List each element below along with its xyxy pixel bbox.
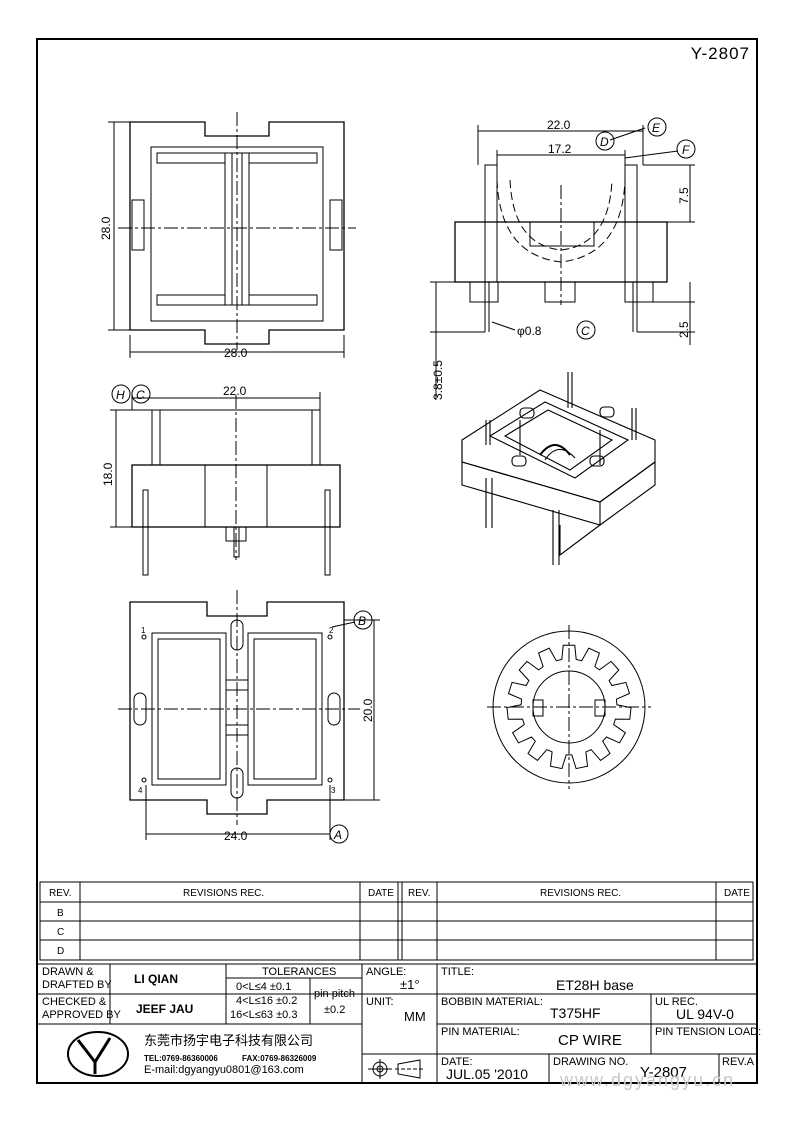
bobbin-label: BOBBIN MATERIAL: [441, 996, 543, 1008]
callout-a: A [333, 828, 342, 842]
part-title: ET28H base [556, 977, 634, 993]
pin-tension-label: PIN TENSION LOAD: [655, 1026, 762, 1038]
callout-d: D [600, 135, 609, 149]
top-height-dim: 28.0 [99, 216, 113, 240]
company-name: 东莞市扬宇电子科技有限公司 [144, 1033, 314, 1048]
pin-diameter-dim: φ0.8 [517, 324, 542, 338]
callout-b: B [358, 614, 366, 628]
side-view [430, 125, 695, 400]
callout-h: H [116, 388, 125, 402]
side-inner-dim: 17.2 [548, 142, 572, 156]
side-width-dim: 22.0 [547, 118, 571, 132]
rev-header-right: REV. [408, 888, 430, 899]
pin-3-label: 3 [331, 786, 336, 795]
checked-label: CHECKED & APPROVED BY [42, 996, 121, 1021]
front-height-dim: 18.0 [101, 462, 115, 486]
watermark: www.dgyangyu.cn [560, 1070, 736, 1090]
pin-material: CP WIRE [558, 1032, 622, 1049]
drawing-code: Y-2807 [690, 44, 750, 63]
rev-row-d: D [57, 946, 64, 957]
drawing-date: JUL.05 '2010 [446, 1066, 529, 1082]
rev-row-c: C [57, 927, 64, 938]
callouts [111, 117, 696, 844]
front-width-dim: 22.0 [223, 384, 247, 398]
front-view [110, 392, 341, 576]
drawn-label: DRAWN & DRAFTED BY [42, 966, 112, 991]
tolerances-label: TOLERANCES [262, 966, 337, 978]
title-label: TITLE: [441, 966, 475, 978]
callout-c: C [581, 324, 590, 338]
ul-rating: UL 94V-0 [676, 1006, 734, 1022]
top-view [108, 112, 356, 358]
tolerance-1: 0<L≤4 ±0.1 [236, 981, 292, 993]
date-header-left: DATE [368, 888, 394, 899]
rev-header-left: REV. [49, 888, 71, 899]
date-header-right: DATE [724, 888, 750, 899]
drawing-no-label: DRAWING NO. [553, 1056, 629, 1068]
rec-header-left: REVISIONS REC. [183, 888, 264, 899]
pin-pitch-label: pin pitch [314, 988, 355, 1000]
bottom-view [118, 590, 380, 840]
isometric-view [461, 372, 656, 565]
unit-value: MM [404, 1009, 426, 1024]
bottom-width-dim: 24.0 [224, 829, 248, 843]
company-tel: TEL:0769-86360006 [144, 1054, 218, 1063]
rev-label: REV.A [722, 1056, 755, 1068]
callout-f: F [682, 143, 690, 157]
gear-view [487, 625, 651, 789]
pin-4-label: 4 [138, 786, 143, 795]
drawing-frame [36, 38, 758, 1084]
top-width-dim: 28.0 [224, 346, 248, 360]
drawn-by: LI QIAN [134, 972, 178, 986]
tolerance-2: 4<L≤16 ±0.2 [236, 995, 298, 1007]
standoff-dim: 3.8±0.5 [431, 360, 445, 400]
callout-c2: C [136, 388, 145, 402]
unit-label: UNIT: [366, 996, 394, 1008]
bobbin-material: T375HF [550, 1005, 601, 1021]
angle-label: ANGLE: [366, 966, 407, 978]
date-label: DATE: [441, 1056, 473, 1068]
pin-pitch-value: ±0.2 [324, 1004, 346, 1016]
checked-by: JEEF JAU [136, 1002, 194, 1016]
drawing-number: Y-2807 [640, 1064, 687, 1081]
angle-value: ±1° [400, 977, 420, 992]
pin-2-label: 2 [329, 626, 334, 635]
title-block [38, 963, 756, 1084]
pin-length-dim: 2.5 [677, 321, 691, 338]
tolerance-3: 16<L≤63 ±0.3 [230, 1009, 298, 1021]
ul-label: UL REC. [655, 996, 698, 1008]
rev-row-b: B [57, 908, 64, 919]
rec-header-right: REVISIONS REC. [540, 888, 621, 899]
company-fax: FAX:0769-86326009 [242, 1054, 317, 1063]
company-email: E-mail:dgyangyu0801@163.com [144, 1064, 304, 1076]
pin-material-label: PIN MATERIAL: [441, 1026, 520, 1038]
revision-table [39, 881, 754, 961]
pin-1-label: 1 [141, 626, 146, 635]
bottom-height-dim: 20.0 [361, 698, 375, 722]
side-height-dim: 7.5 [677, 187, 691, 204]
callout-e: E [652, 121, 661, 135]
